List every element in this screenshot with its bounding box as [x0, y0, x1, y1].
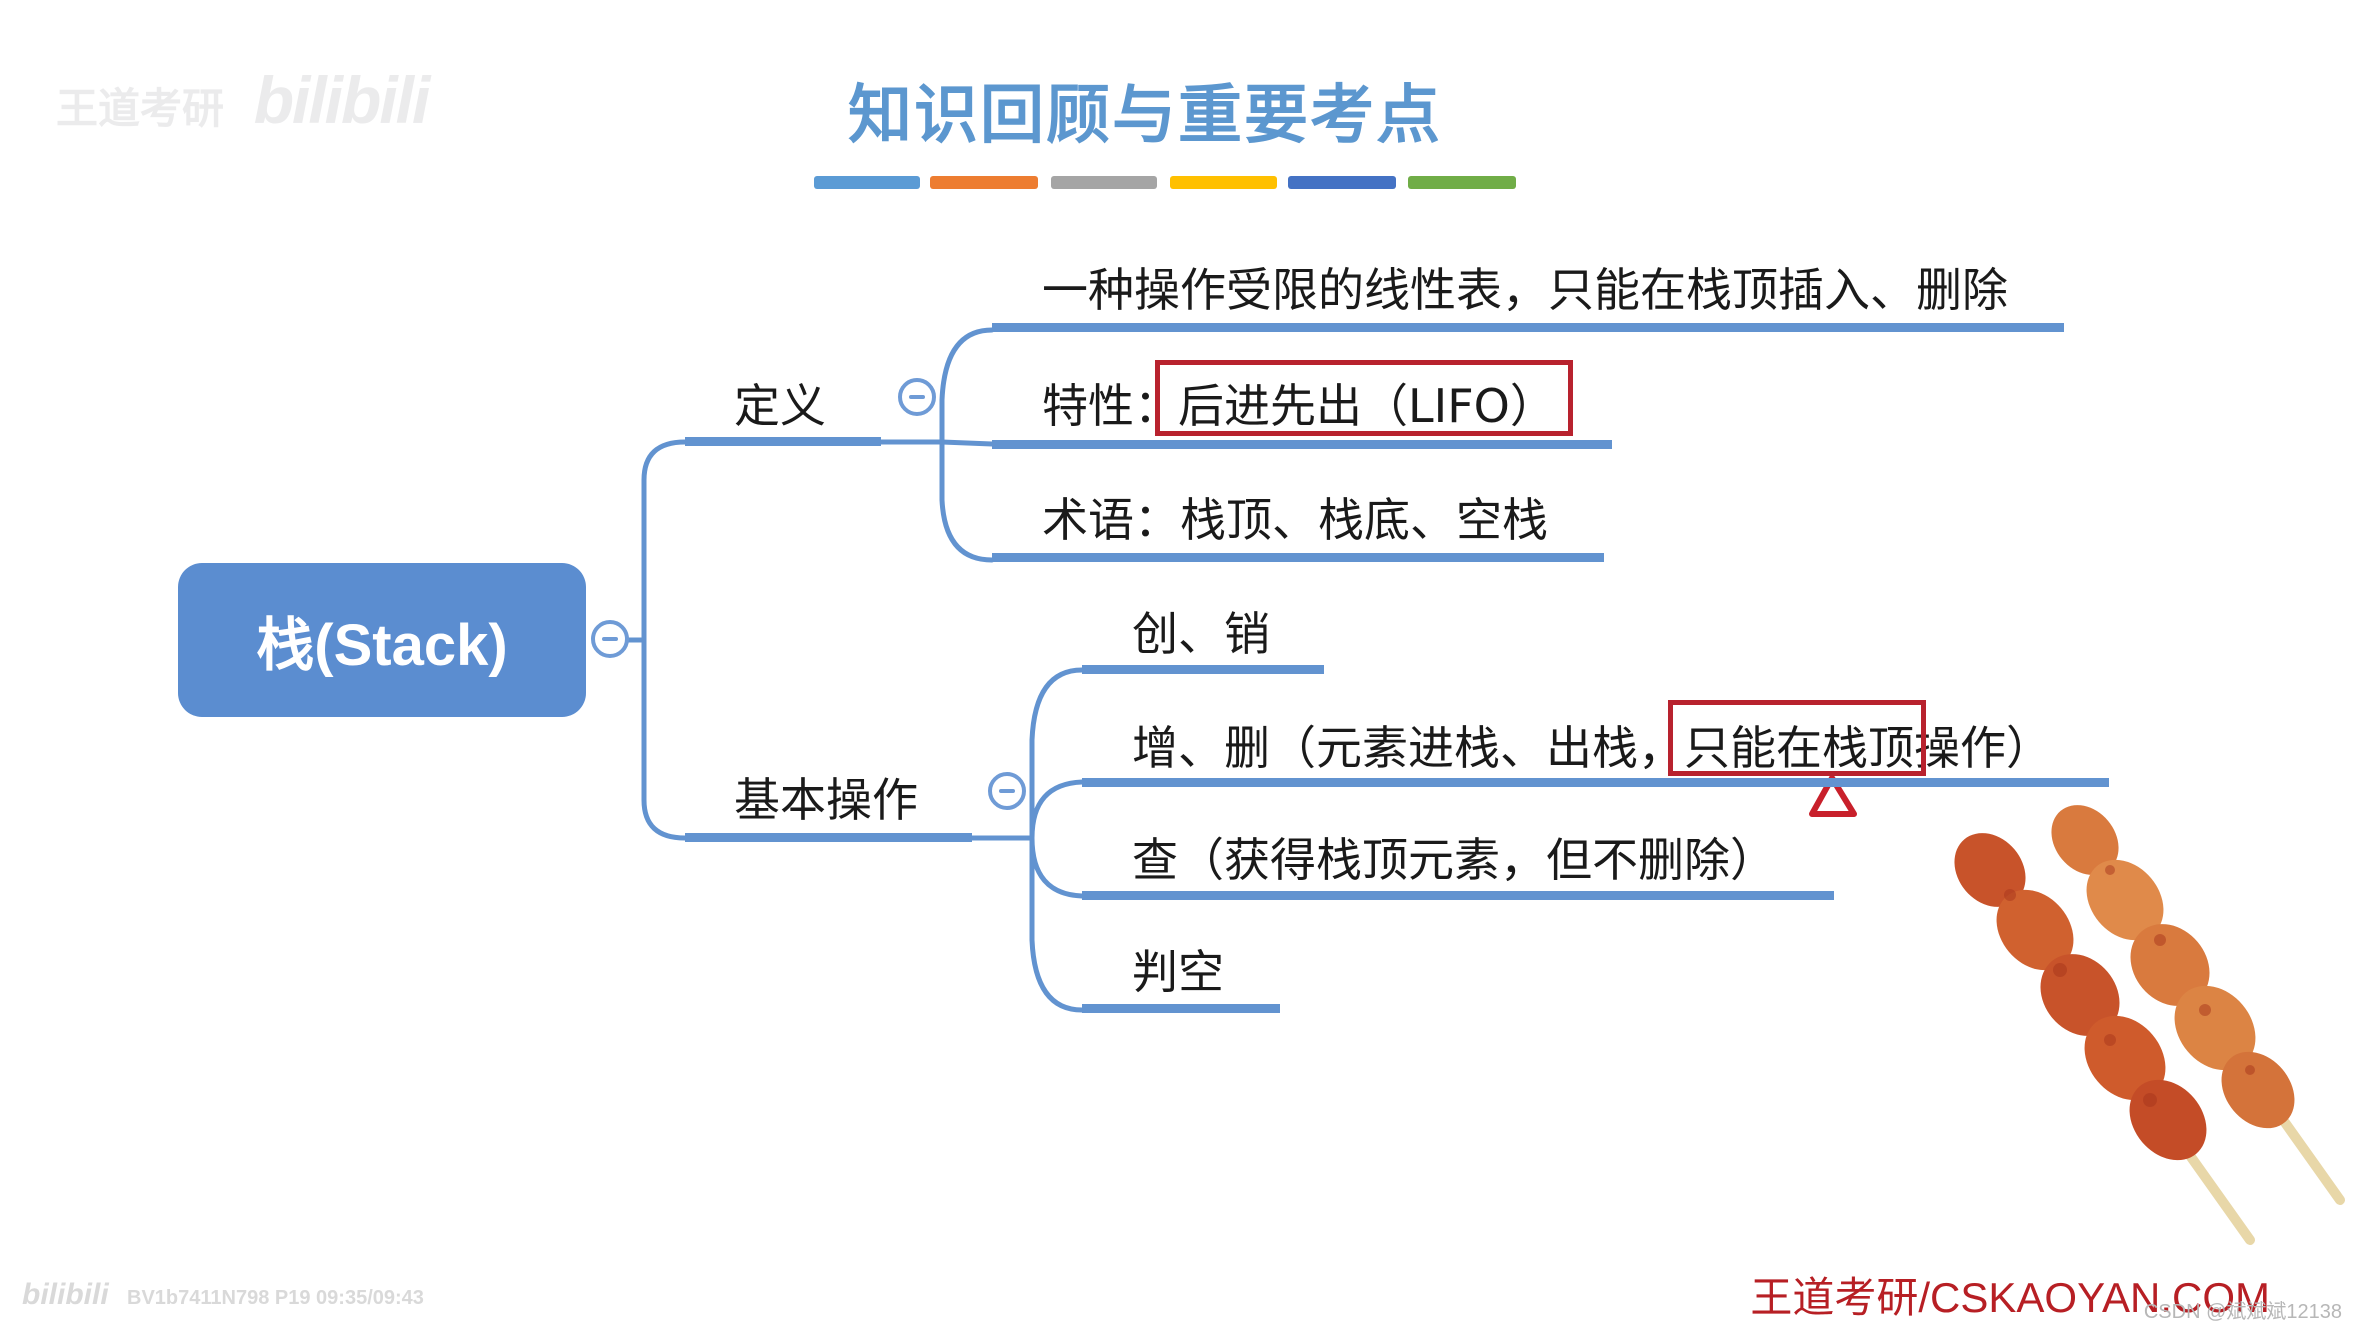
lifo-text: 后进先出（LIFO）	[1178, 370, 1556, 436]
terminology-item[interactable]: 术语：栈顶、栈底、空栈	[1042, 484, 1548, 550]
skewer-illustration	[1920, 800, 2360, 1280]
bilibili-logo-icon: bilibili	[22, 1278, 109, 1311]
leaf-underline	[992, 440, 1612, 449]
branch-underline	[685, 833, 972, 842]
branch-underline	[685, 437, 881, 446]
collapse-icon[interactable]	[591, 620, 629, 658]
collapse-icon[interactable]	[898, 378, 936, 416]
root-node-stack[interactable]: 栈(Stack)	[178, 563, 586, 717]
operation-peek[interactable]: 查（获得栈顶元素，但不删除）	[1132, 824, 1776, 890]
branch-label-definition[interactable]: 定义	[734, 370, 826, 436]
definition-item[interactable]: 一种操作受限的线性表，只能在栈顶插入、删除	[1042, 254, 2008, 320]
highlight-box-top-only	[1668, 700, 1926, 776]
operation-create-destroy[interactable]: 创、销	[1132, 598, 1270, 664]
leaf-underline	[1082, 778, 2109, 787]
watermark-bottom-left: bilibili BV1b7411N798 P19 09:35/09:43	[22, 1278, 424, 1312]
operation-is-empty[interactable]: 判空	[1132, 936, 1224, 1002]
csdn-watermark: CSDN @斌斌斌12138	[2144, 1295, 2342, 1324]
leaf-underline	[992, 553, 1604, 562]
leaf-underline	[1082, 891, 1834, 900]
collapse-icon[interactable]	[988, 772, 1026, 810]
video-info: BV1b7411N798 P19 09:35/09:43	[127, 1287, 424, 1309]
leaf-underline	[1082, 1004, 1280, 1013]
branch-label-basic-operations[interactable]: 基本操作	[734, 764, 918, 830]
root-node-label: 栈(Stack)	[256, 598, 507, 682]
push-pop-tail: 作）	[1960, 721, 2052, 775]
leaf-underline	[992, 323, 2064, 332]
leaf-underline	[1082, 665, 1324, 674]
push-pop-text: 增、删（元素进栈、出栈，	[1132, 721, 1684, 775]
